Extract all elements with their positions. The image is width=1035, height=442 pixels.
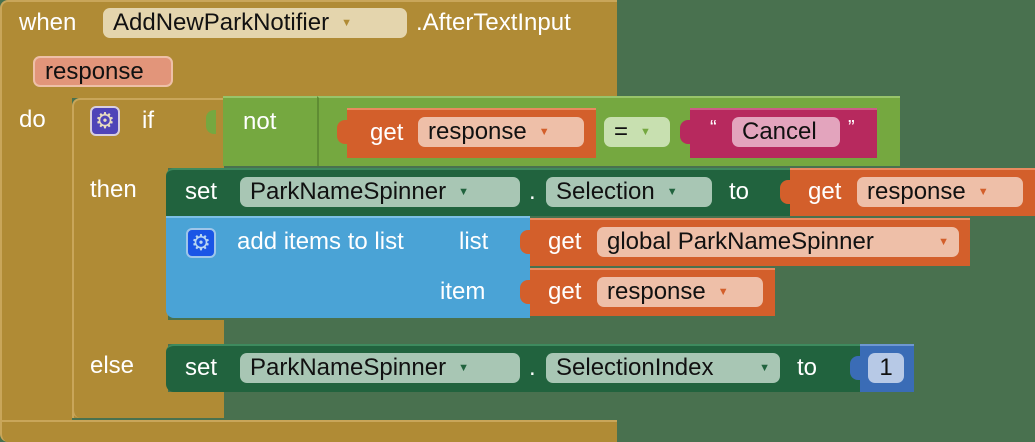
if-label: if <box>142 107 154 134</box>
dropdown-arrow-icon: ▼ <box>938 235 949 248</box>
var-dropdown[interactable]: response ▼ <box>418 117 584 147</box>
set-label: set <box>185 178 218 205</box>
event-name: .AfterTextInput <box>416 9 571 36</box>
set-label: set <box>185 354 218 381</box>
dropdown-arrow-icon: ▼ <box>538 125 550 138</box>
mutator-gear-icon[interactable]: ⚙ <box>186 228 216 258</box>
param-name: response <box>45 57 144 85</box>
get-plug <box>520 280 530 304</box>
text-field[interactable]: Cancel <box>732 117 840 147</box>
component-dropdown[interactable]: ParkNameSpinner ▼ <box>240 177 520 207</box>
operator-dropdown[interactable]: = ▼ <box>604 117 670 147</box>
add-items-label: add items to list <box>237 228 404 255</box>
mutator-gear-icon[interactable]: ⚙ <box>90 106 120 136</box>
var-dropdown[interactable]: global ParkNameSpinner ▼ <box>597 227 959 257</box>
number-field[interactable]: 1 <box>868 353 904 383</box>
dot-label: . <box>529 354 536 381</box>
component-dropdown[interactable]: AddNewParkNotifier ▼ <box>103 8 407 38</box>
dropdown-arrow-icon: ▼ <box>458 361 469 374</box>
item-label: item <box>440 278 486 305</box>
if-block-spine <box>72 166 168 418</box>
dropdown-arrow-icon: ▼ <box>458 185 469 198</box>
number-plug <box>850 356 860 380</box>
get-label: get <box>548 278 582 305</box>
dot-label: . <box>529 178 536 205</box>
do-label: do <box>19 106 46 133</box>
if-block-mid <box>166 320 224 344</box>
dropdown-arrow-icon: ▼ <box>341 16 352 29</box>
get-label: get <box>548 228 582 255</box>
close-quote: ” <box>848 117 855 139</box>
open-quote: “ <box>710 117 717 139</box>
dropdown-arrow-icon: ▼ <box>717 285 729 298</box>
event-block-bottom <box>0 420 617 442</box>
to-label: to <box>797 354 818 381</box>
not-input-socket <box>206 110 216 134</box>
get-label: get <box>370 119 404 146</box>
var-dropdown[interactable]: response ▼ <box>857 177 1023 207</box>
get-plug <box>337 120 347 144</box>
list-label: list <box>459 228 489 255</box>
component-dropdown[interactable]: ParkNameSpinner ▼ <box>240 353 520 383</box>
dropdown-arrow-icon: ▼ <box>759 361 770 374</box>
text-plug <box>680 120 690 144</box>
get-plug <box>520 230 530 254</box>
component-name: AddNewParkNotifier <box>113 9 330 36</box>
var-dropdown[interactable]: response ▼ <box>597 277 763 307</box>
get-plug <box>780 180 790 204</box>
param-response[interactable]: response <box>33 56 173 87</box>
dropdown-arrow-icon: ▼ <box>640 125 651 138</box>
add-items-to-list-block[interactable] <box>166 216 530 318</box>
dropdown-arrow-icon: ▼ <box>666 185 678 198</box>
get-label: get <box>808 178 842 205</box>
property-dropdown[interactable]: SelectionIndex ▼ <box>546 353 780 383</box>
dropdown-arrow-icon: ▼ <box>977 185 989 198</box>
event-block-spine <box>0 96 72 422</box>
when-label: when <box>19 9 77 36</box>
to-label: to <box>729 178 750 205</box>
not-label: not <box>243 108 277 135</box>
then-label: then <box>90 176 137 203</box>
property-dropdown[interactable]: Selection ▼ <box>546 177 712 207</box>
if-block-foot <box>72 392 224 418</box>
else-label: else <box>90 352 135 379</box>
